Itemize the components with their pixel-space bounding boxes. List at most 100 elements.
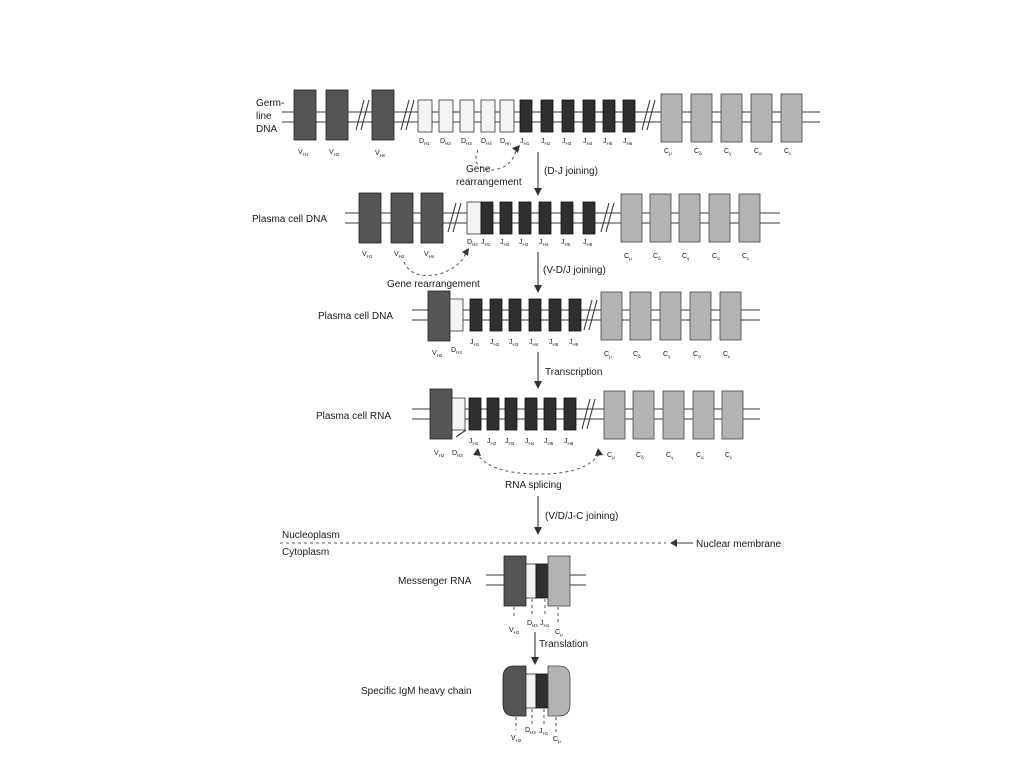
segment-label: DH2 <box>440 138 451 146</box>
segment-label: VH2 <box>432 350 443 358</box>
germline-label-line2: line <box>256 111 272 122</box>
c-segment <box>620 193 643 243</box>
dj-joining-label: (D-J joining) <box>544 166 598 177</box>
row-plasma-cell-dna-2: Plasma cell DNA VH2 DH3 JH1 JH2 JH3 JH4 … <box>318 290 760 359</box>
segment-label: JH3 <box>562 138 572 146</box>
segment-label: JH1 <box>469 438 479 446</box>
segment-label: DH4 <box>481 138 492 146</box>
segment-label: DH3 <box>452 450 463 458</box>
segment-label: Cα <box>754 148 762 156</box>
c-segment <box>720 93 743 143</box>
row-plasma-cell-rna: Plasma cell RNA VH2 DH3 JH1 JH2 JH3 JH4 … <box>316 388 760 460</box>
segment-label: DH3 <box>527 620 538 628</box>
rearrangement-dashed-arrow <box>403 251 467 276</box>
j-segment <box>540 99 554 133</box>
segment-label: JH6 <box>583 239 593 247</box>
segment-label: JH2 <box>500 239 510 247</box>
plasma-dna-label: Plasma cell DNA <box>252 214 327 225</box>
segment-label: Cγ <box>682 253 690 261</box>
j-segment <box>486 397 500 431</box>
cytoplasm-label: Cytoplasm <box>282 547 329 558</box>
messenger-rna-label: Messenger RNA <box>398 576 472 587</box>
j-segment <box>538 201 552 235</box>
d-segment <box>451 397 466 431</box>
segment-label: JH1 <box>481 239 491 247</box>
c-segment <box>649 193 672 243</box>
translation-label: Translation <box>539 639 588 650</box>
v-segment <box>325 89 349 141</box>
segment-label: JH5 <box>549 339 559 347</box>
germline-label-line1: Germ- <box>256 98 284 109</box>
segment-label: Cε <box>725 452 732 460</box>
segment-label: DH3 <box>461 138 472 146</box>
nuclear-membrane-label: Nuclear membrane <box>696 539 781 550</box>
segment-label: Cμ <box>607 452 615 460</box>
j-segment <box>468 397 482 431</box>
break-mark <box>600 202 615 233</box>
nucleoplasm-label: Nucleoplasm <box>282 530 340 541</box>
break-mark <box>400 99 415 131</box>
segment-label: Cε <box>723 351 730 359</box>
segment-label: Cδ <box>694 148 702 156</box>
segment-label: Cε <box>784 148 791 156</box>
plasma-dna-1-segment-labels: VH1 VH2 VHn DH3 JH1 JH2 JH3 JH4 JH5 JH6 … <box>362 239 749 261</box>
step-transcription: Transcription <box>534 352 602 389</box>
segment-label: JH5 <box>544 438 554 446</box>
break-mark <box>641 99 656 131</box>
segment-label: VH2 <box>509 627 520 635</box>
segment-label: JH1 <box>539 728 549 736</box>
j-segment <box>563 397 577 431</box>
arrowhead <box>670 539 677 547</box>
j-segment <box>489 298 503 332</box>
segment-label: Cε <box>742 253 749 261</box>
c-segment <box>660 93 683 143</box>
c-segment <box>750 93 773 143</box>
segment-label: DH3 <box>451 347 462 355</box>
c-segment <box>721 390 744 440</box>
j-segment <box>518 201 532 235</box>
j-domain <box>535 673 549 709</box>
arrowhead <box>534 285 542 293</box>
junction-pointer <box>455 429 467 438</box>
segment-label: JH5 <box>603 138 613 146</box>
d-segment <box>449 298 464 332</box>
j-segment <box>568 298 582 332</box>
segment-label: JH2 <box>490 339 500 347</box>
d-domain <box>525 673 537 709</box>
segment-label: DH1 <box>419 138 430 146</box>
c-segment <box>690 93 713 143</box>
j-segment <box>508 298 522 332</box>
segment-label: Cμ <box>553 736 561 744</box>
row-igm-heavy-chain: Specific IgM heavy chain VH2 DH3 JH1 Cμ <box>361 665 571 744</box>
d-segment <box>459 99 475 133</box>
segment-label: JH4 <box>583 138 593 146</box>
segment-label: Cδ <box>633 351 641 359</box>
nuclear-membrane: Nucleoplasm Cytoplasm Nuclear membrane <box>280 530 781 558</box>
segment-label: JH6 <box>623 138 633 146</box>
arrowhead <box>534 381 542 389</box>
gene-rearrangement-label-line1: Gene <box>466 164 491 175</box>
break-mark <box>583 299 598 331</box>
j-segment <box>560 201 574 235</box>
segment-label: JH3 <box>519 239 529 247</box>
rearrangement-dashed-arrow <box>475 149 517 171</box>
c-segment <box>659 291 682 341</box>
segment-label: DH3 <box>525 727 536 735</box>
splicing-dashed-arrow <box>475 451 601 475</box>
j-segment <box>561 99 575 133</box>
gene-rearrangement-label: Gene rearrangement <box>387 279 480 290</box>
v-segment <box>427 290 451 342</box>
segment-label: Cμ <box>624 253 632 261</box>
j-segment <box>535 563 549 599</box>
segment-label: Cα <box>693 351 701 359</box>
step-vdj-joining: Gene rearrangement (V-D/J joining) <box>387 248 606 293</box>
segment-label: Cγ <box>666 452 674 460</box>
c-segment <box>692 390 715 440</box>
segment-label: VH2 <box>511 735 522 743</box>
segment-label: JH3 <box>505 438 515 446</box>
c-segment <box>738 193 761 243</box>
v-segment <box>503 555 527 607</box>
segment-label: Cμ <box>664 148 672 156</box>
segment-label: JH6 <box>564 438 574 446</box>
segment-label: JH6 <box>569 339 579 347</box>
